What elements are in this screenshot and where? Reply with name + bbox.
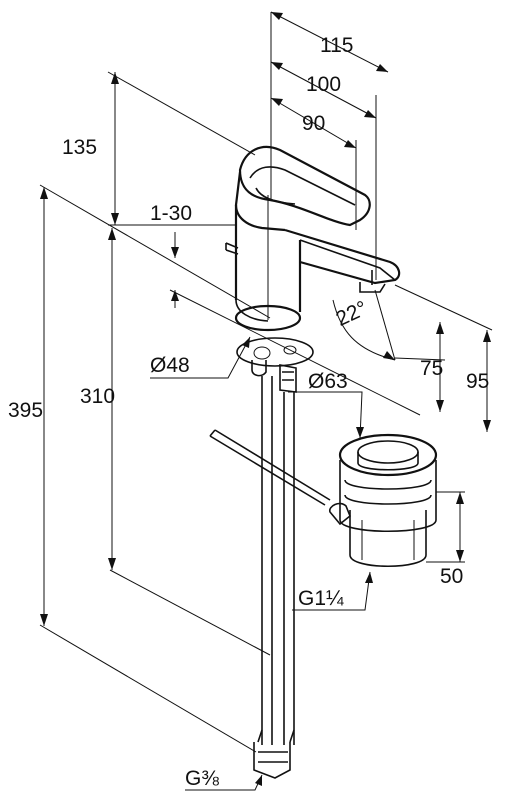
fixing-assembly [209, 337, 331, 779]
dim-1-30: 1-30 [150, 202, 192, 225]
label-hose-thread: G⅜ [185, 767, 219, 790]
dimension-lines [40, 11, 491, 791]
label-drain-diameter: Ø63 [308, 370, 348, 393]
faucet-body [225, 145, 401, 332]
dim-115: 115 [320, 34, 353, 57]
dim-90: 90 [302, 112, 325, 135]
label-drain-thread: G1¼ [298, 587, 344, 610]
dim-395: 395 [8, 399, 43, 422]
drain-assembly [329, 433, 438, 567]
dim-135: 135 [62, 136, 97, 159]
dim-310: 310 [80, 385, 115, 408]
dimension-labels: 115 100 90 135 1-30 395 310 22° 75 95 50 [8, 34, 489, 588]
dim-50: 50 [440, 565, 463, 588]
dim-100: 100 [306, 73, 341, 96]
dim-75: 75 [420, 357, 443, 380]
extension-lines [39, 12, 493, 753]
dim-95: 95 [466, 370, 489, 393]
part-labels: Ø48 Ø63 G1¼ G⅜ [150, 354, 348, 790]
dim-angle: 22° [332, 297, 371, 331]
label-base-diameter: Ø48 [150, 354, 190, 377]
